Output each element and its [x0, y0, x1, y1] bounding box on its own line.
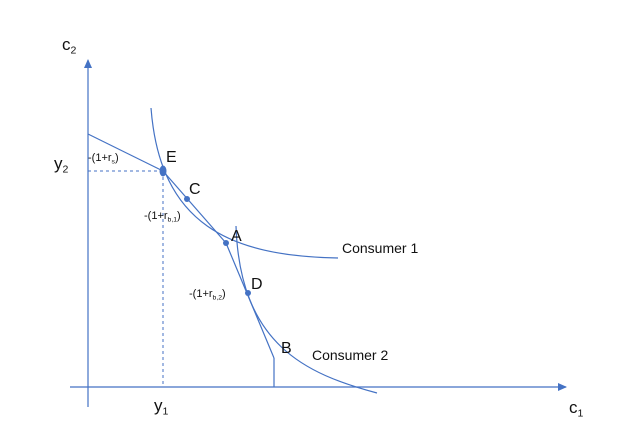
- point-c-marker: [184, 196, 190, 202]
- y2-tick-sub: 2: [62, 163, 69, 176]
- x-axis-label: c1: [569, 399, 583, 419]
- slope-label-rb2: -(1+rb,2): [189, 289, 226, 302]
- x-axis-label-text: c: [569, 398, 578, 417]
- y-axis-label-text: c: [62, 35, 71, 54]
- indifference-curve-consumer-2: [235, 225, 378, 394]
- consumer-1-label: Consumer 1: [342, 240, 419, 256]
- x-axis-label-sub: 1: [577, 407, 584, 420]
- y-axis-label: c2: [62, 36, 76, 56]
- y1-tick-text: y: [154, 396, 163, 415]
- slope-rs-prefix: -(1+r: [88, 152, 112, 164]
- slope-rb1-prefix: -(1+r: [144, 210, 168, 222]
- point-d-marker: [245, 290, 251, 296]
- y1-tick-sub: 1: [162, 405, 169, 418]
- point-c-label: C: [189, 181, 201, 198]
- budget-line-saving-segment: [87, 133, 164, 172]
- slope-rb2-suffix: ): [222, 288, 226, 300]
- slope-rb1-sub: b,1: [167, 216, 178, 224]
- slope-rs-sub: s: [111, 158, 115, 166]
- y-axis-label-sub: 2: [70, 44, 77, 57]
- slope-rb2-prefix: -(1+r: [189, 288, 213, 300]
- slope-label-rb1: -(1+rb,1): [144, 211, 181, 224]
- slope-rb2-sub: b,2: [212, 294, 223, 302]
- point-e-label: E: [166, 149, 177, 166]
- point-d-label: D: [251, 276, 263, 293]
- y2-tick-text: y: [54, 154, 63, 173]
- point-e-marker: [159, 165, 167, 177]
- slope-label-rs: -(1+rs): [88, 153, 119, 166]
- point-b-label: B: [281, 340, 292, 357]
- y1-tick-label: y1: [154, 397, 168, 417]
- slope-rs-suffix: ): [114, 152, 119, 164]
- slope-rb1-suffix: ): [177, 210, 181, 222]
- consumer-2-label: Consumer 2: [312, 347, 389, 363]
- indifference-curve-consumer-1: [150, 107, 339, 259]
- point-a-label: A: [231, 228, 242, 245]
- point-a-marker: [223, 240, 229, 246]
- y2-tick-label: y2: [54, 155, 68, 175]
